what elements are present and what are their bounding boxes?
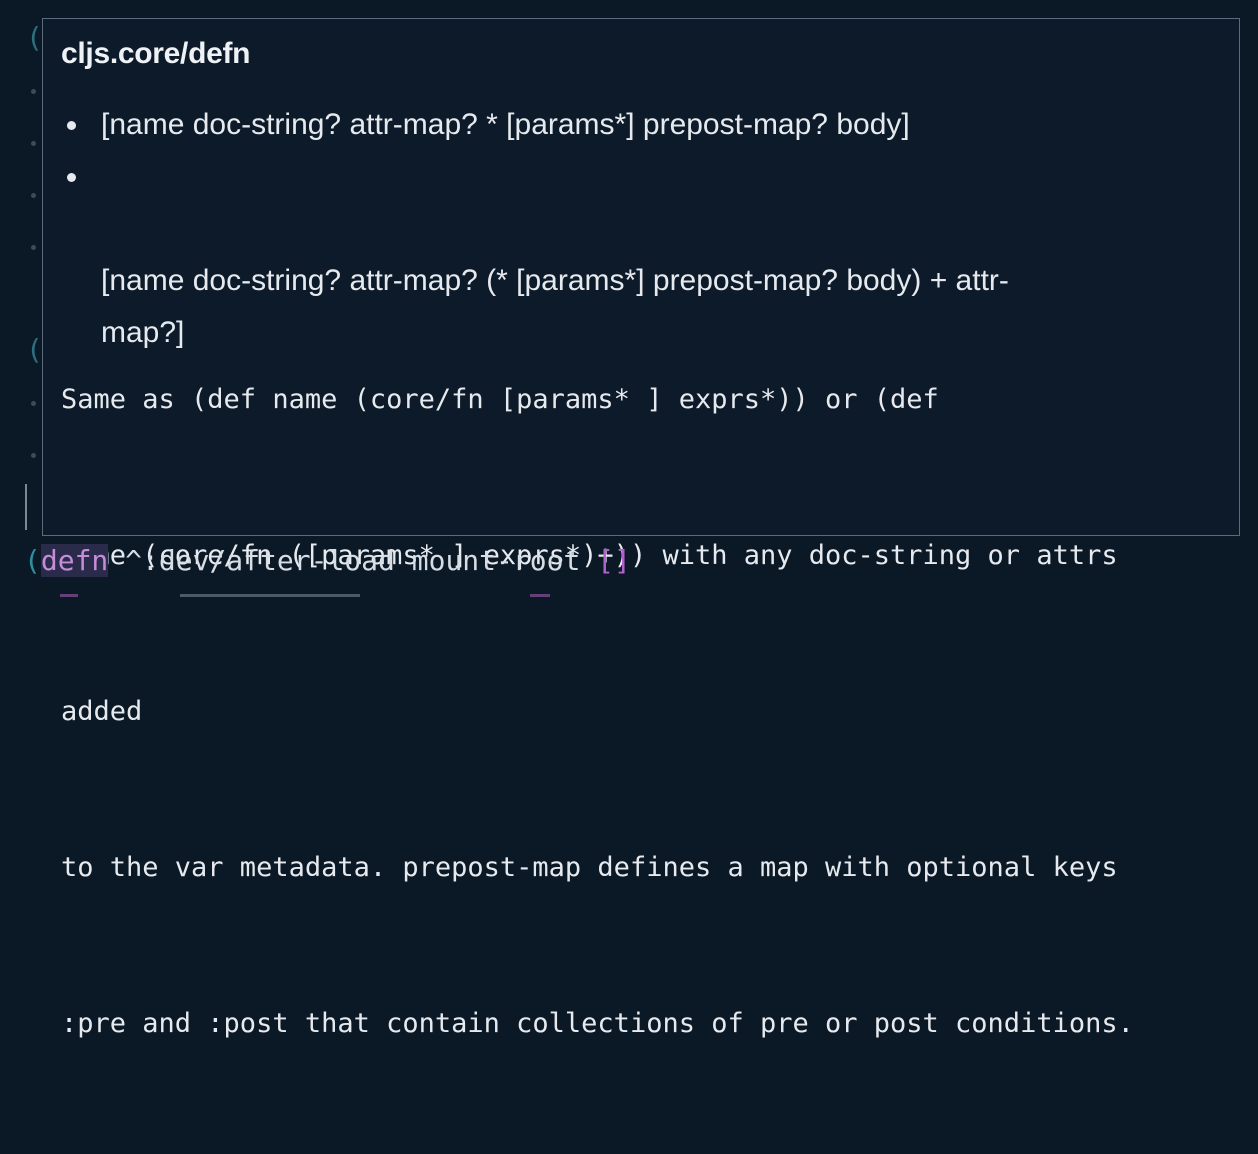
bullet-icon [67,121,76,130]
background-paren: ( [26,333,43,366]
text-cursor [25,484,27,530]
signature-list: [name doc-string? attr-map? * [params*] … [61,99,1211,359]
indent-guide-dot [31,453,36,458]
params-brackets: [] [597,544,631,577]
signature-text: [name doc-string? attr-map? (* [params*]… [101,264,1009,349]
background-paren: ( [26,21,43,54]
code-line[interactable]: (defn ^:dev/after-load mount-root [] [24,538,631,584]
indent-guide-dot [31,401,36,406]
signature-item: [name doc-string? attr-map? * [params*] … [61,99,1211,151]
docstring-line: added [61,696,143,727]
indent-guide-dot [31,89,36,94]
hover-documentation-popup: cljs.core/defn [name doc-string? attr-ma… [42,18,1240,1039]
docstring-line: Same as (def name (core/fn [params* ] ex… [61,384,939,415]
signature-item: [name doc-string? attr-map? (* [params*]… [61,151,1211,359]
code-editor[interactable]: ( ( cljs.core/defn [name doc-string? att… [0,0,1258,1039]
popup-title: cljs.core/defn [61,37,251,70]
defn-keyword[interactable]: defn [40,544,109,577]
bullet-icon [67,173,76,182]
indent-guide-dot [31,141,36,146]
docstring-line: :pre and :post that contain collections … [61,1008,1134,1039]
docstring: Same as (def name (core/fn [params* ] ex… [61,270,1231,1154]
partial-next-line [60,590,580,598]
open-paren: ( [24,544,41,577]
signature-text: [name doc-string? attr-map? * [params*] … [101,108,910,141]
docstring-line: to the var metadata. prepost-map defines… [61,852,1118,883]
indent-guide-dot [31,245,36,250]
code-text: ^:dev/after-load mount-root [108,544,598,577]
indent-guide-dot [31,193,36,198]
docstring-line: name (core/fn ([params* ] exprs*)+)) wit… [61,540,1118,571]
